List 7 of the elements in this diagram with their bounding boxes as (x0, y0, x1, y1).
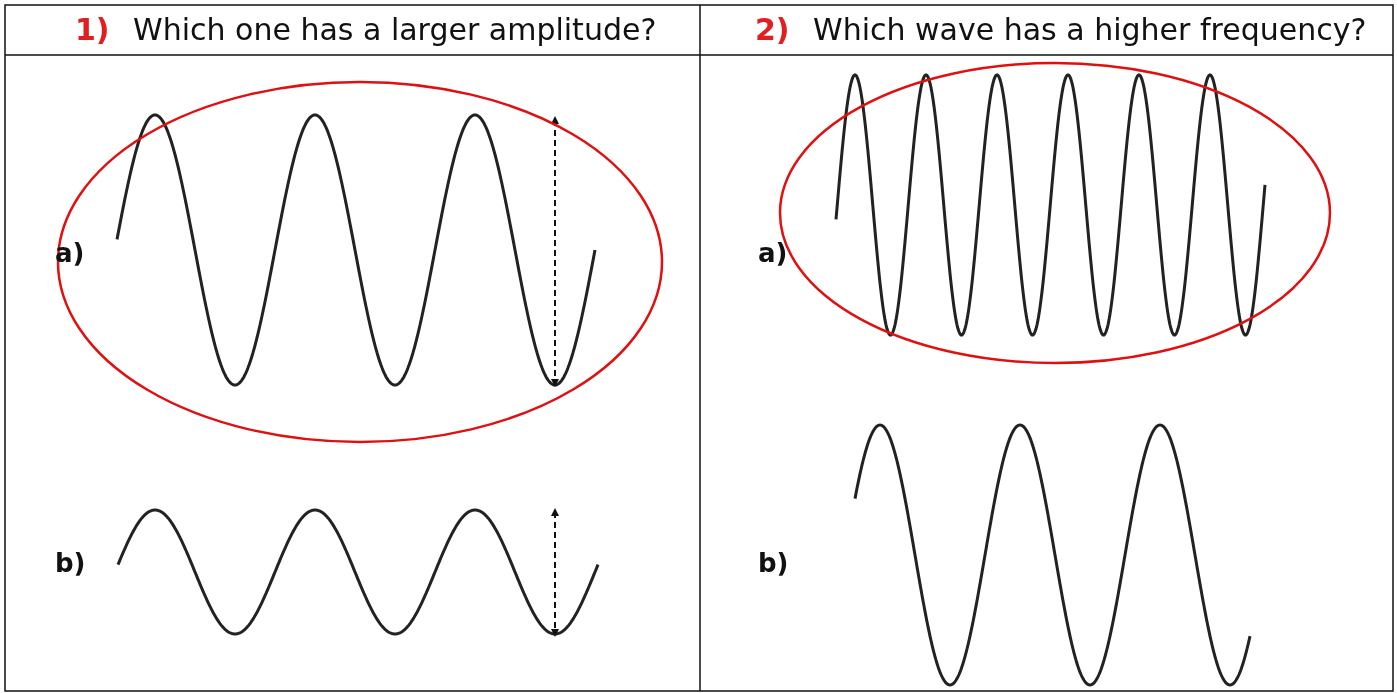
question-number: 1) (75, 15, 110, 45)
option-label: a) (758, 240, 788, 266)
option-label: b) (758, 550, 789, 576)
question-number: 2) (755, 15, 790, 45)
option-label: b) (55, 550, 86, 576)
question-text: Which one has a larger amplitude? (133, 15, 657, 45)
question-text: Which wave has a higher frequency? (813, 15, 1367, 45)
